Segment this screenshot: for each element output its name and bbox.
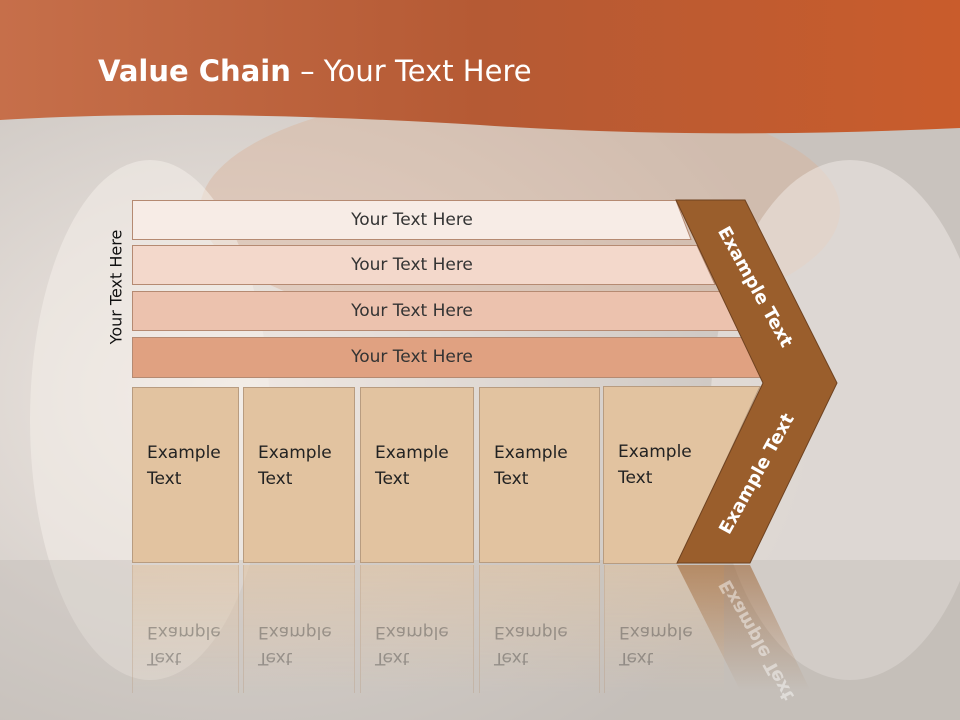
support-row-3-label: Your Text Here [351, 301, 473, 321]
support-row-4-label: Your Text Here [351, 347, 473, 367]
support-row-1-shape [132, 200, 692, 240]
slide-title: Value Chain – Your Text Here [98, 54, 532, 88]
support-row-2-label: Your Text Here [351, 255, 473, 275]
support-row-2-shape [132, 245, 716, 285]
margin-chevron [675, 199, 838, 690]
support-row-1-label: Your Text Here [351, 210, 473, 230]
